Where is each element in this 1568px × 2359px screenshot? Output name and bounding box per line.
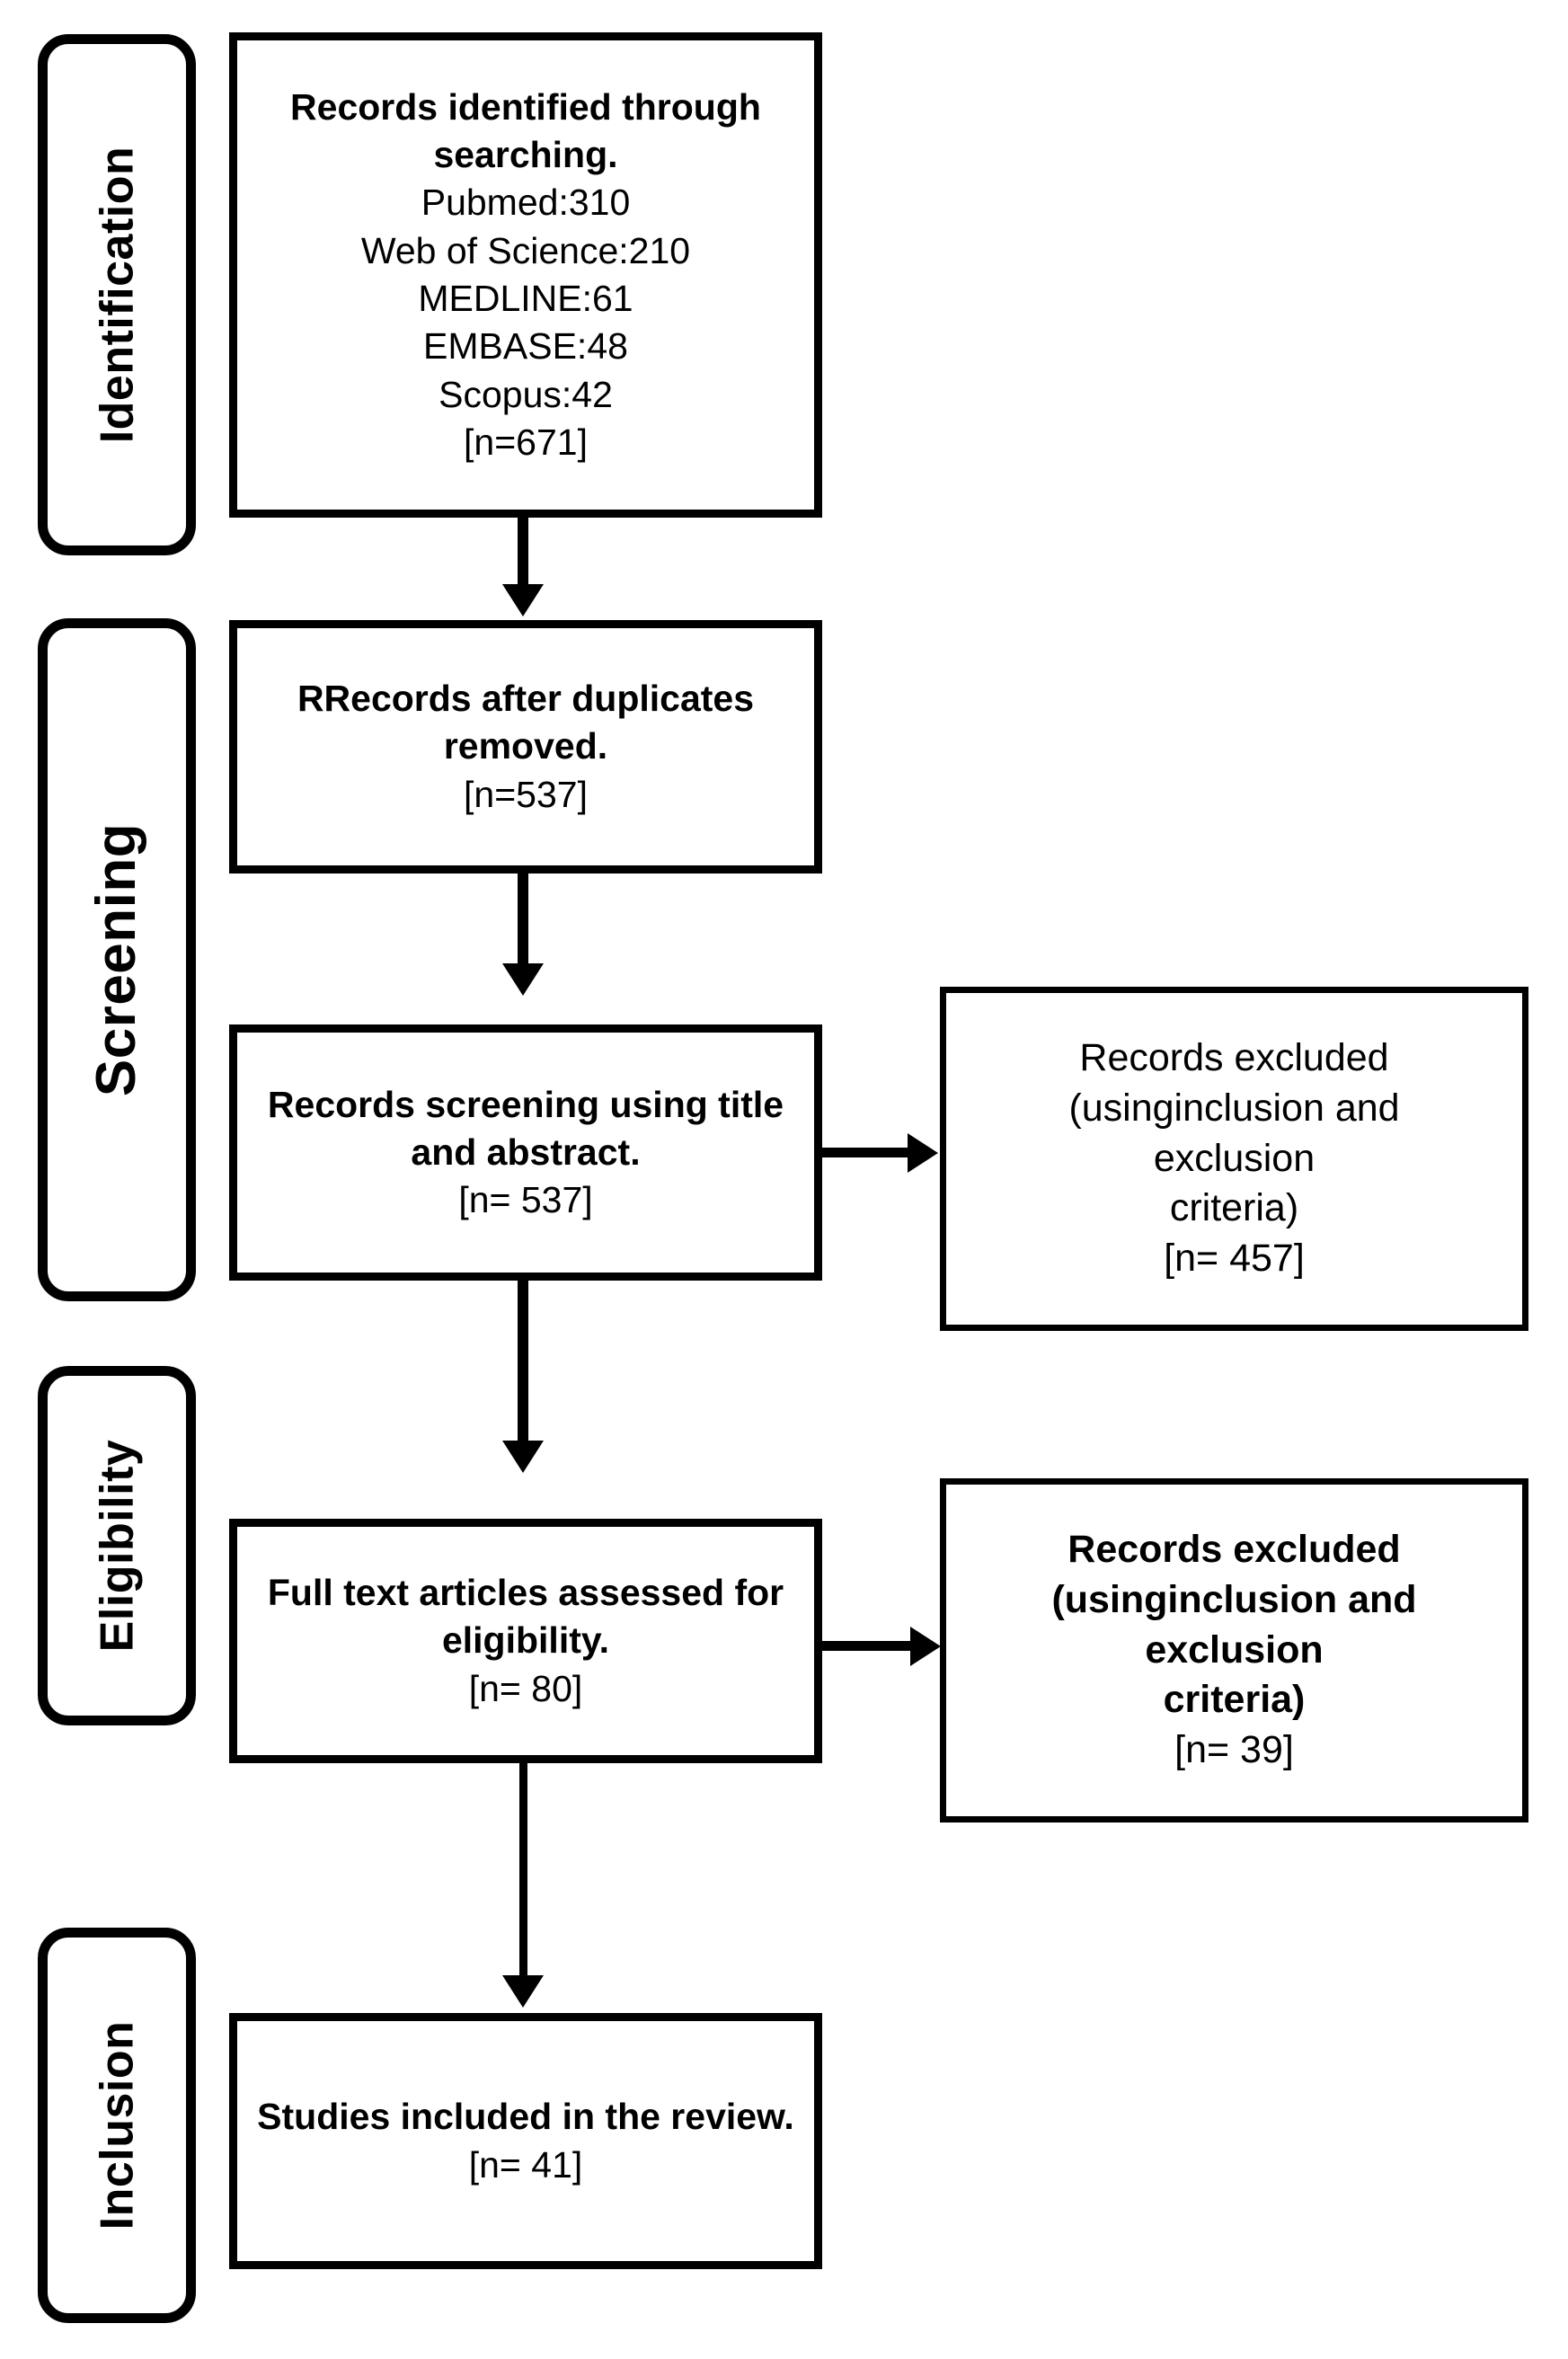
connector-fulltext-to-included [519,1760,527,1984]
excluded-eligibility-line1: Records excluded [1067,1527,1401,1571]
stage-label-eligibility: Eligibility [91,1439,144,1653]
records-identified-title: Records identified through searching. [290,85,761,176]
excluded-screening-line3: exclusion [1153,1136,1316,1180]
records-identified-source-embase: EMBASE:48 [423,325,628,368]
box-records-excluded-eligibility: Records excluded (usinginclusion and exc… [940,1478,1528,1822]
connector-screened-to-excluded [822,1148,914,1157]
fulltext-assessed-title: Full text articles assessed for eligibil… [267,1572,784,1662]
stage-pill-inclusion: Inclusion [38,1928,196,2323]
records-identified-source-wos: Web of Science:210 [360,229,691,271]
stage-label-inclusion: Inclusion [91,2020,143,2230]
duplicates-removed-count: [n=537] [464,773,588,815]
box-studies-included: Studies included in the review. [n= 41] [229,2013,822,2269]
connector-fulltext-to-excluded [822,1641,917,1651]
excluded-eligibility-count: [n= 39] [1174,1728,1294,1772]
connector-duplicates-to-screened [518,872,528,971]
records-screened-count: [n= 537] [458,1179,593,1221]
arrowhead-identified-to-duplicates [502,584,544,616]
stage-label-identification: Identification [91,146,143,444]
stage-pill-identification: Identification [38,34,196,555]
box-records-screened: Records screening using title and abstra… [229,1024,822,1281]
fulltext-assessed-count: [n= 80] [468,1667,583,1709]
arrowhead-screened-to-fulltext [502,1441,544,1473]
excluded-screening-line1: Records excluded [1079,1035,1389,1079]
excluded-eligibility-line2: (usinginclusion and [1051,1577,1417,1621]
arrowhead-fulltext-to-included [502,1975,544,2008]
connector-identified-to-duplicates [518,518,528,591]
studies-included-title: Studies included in the review. [257,2096,794,2138]
records-identified-source-medline: MEDLINE:61 [418,278,633,319]
stage-pill-screening: Screening [38,618,196,1301]
connector-screened-to-fulltext [518,1281,528,1447]
box-records-excluded-screening: Records excluded (usinginclusion and exc… [940,987,1528,1331]
stage-pill-eligibility: Eligibility [38,1366,196,1725]
box-records-identified: Records identified through searching. Pu… [229,32,822,518]
excluded-screening-line2: (usinginclusion and [1068,1086,1400,1130]
records-identified-source-scopus: Scopus:42 [439,373,613,415]
studies-included-count: [n= 41] [468,2143,583,2186]
records-identified-count: [n=671] [464,421,588,463]
arrowhead-fulltext-to-excluded [910,1627,941,1666]
box-fulltext-assessed: Full text articles assessed for eligibil… [229,1519,822,1763]
box-duplicates-removed: RRecords after duplicates removed. [n=53… [229,620,822,874]
excluded-screening-line4: criteria) [1169,1186,1299,1230]
duplicates-removed-title: RRecords after duplicates removed. [297,678,755,767]
stage-label-screening: Screening [85,822,147,1097]
records-identified-source-pubmed: Pubmed:310 [421,182,631,224]
excluded-eligibility-line3: exclusion [1145,1627,1324,1672]
arrowhead-screened-to-excluded [908,1133,938,1173]
excluded-eligibility-line4: criteria) [1163,1678,1306,1722]
records-screened-title: Records screening using title and abstra… [267,1083,784,1173]
excluded-screening-count: [n= 457] [1164,1237,1305,1281]
arrowhead-duplicates-to-screened [502,963,544,996]
